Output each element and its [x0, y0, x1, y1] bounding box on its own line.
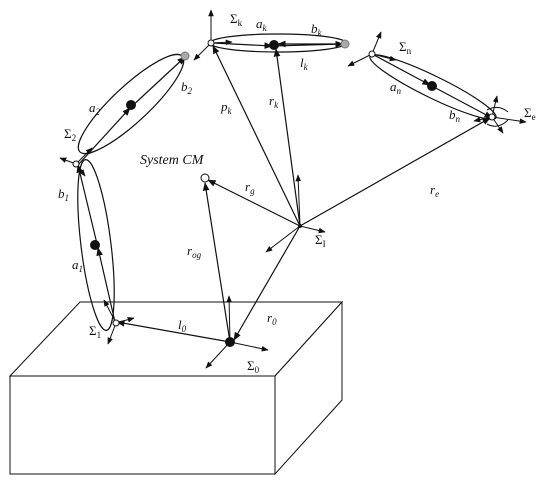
joint-1	[112, 319, 120, 327]
label-rk: rk	[269, 93, 279, 110]
label-sigma-e: Σe	[524, 105, 536, 122]
end-effector	[488, 113, 496, 121]
joint-2-end	[180, 51, 190, 61]
label-a2: a2	[89, 100, 100, 117]
cm-link-2	[126, 100, 136, 110]
base-origin	[225, 337, 235, 347]
link-1-ellipse	[77, 159, 115, 331]
label-l0: l0	[178, 317, 187, 334]
label-lk: lk	[300, 55, 308, 72]
label-ak: ak	[256, 16, 267, 33]
label-sigma-n: Σn	[399, 39, 412, 56]
joint-k-end	[340, 39, 350, 49]
label-system-cm: System CM	[140, 153, 204, 168]
cm-link-1	[90, 240, 100, 250]
frame-axes	[59, 9, 527, 369]
label-b2: b2	[181, 79, 192, 96]
label-b1: b1	[58, 186, 69, 203]
position-vectors	[116, 45, 491, 343]
label-pk: pk	[221, 99, 232, 116]
label-sigma-i: ΣI	[315, 232, 326, 249]
joint-n	[368, 50, 376, 58]
inertial-origin	[298, 224, 302, 228]
label-sigma-k: Σk	[230, 11, 243, 28]
label-a1: a1	[72, 257, 83, 274]
label-sigma-1: Σ1	[89, 323, 102, 340]
label-bk: bk	[311, 21, 322, 38]
label-rog: rog	[187, 243, 202, 260]
joints-and-cm	[72, 39, 496, 347]
label-bn: bn	[449, 107, 460, 124]
label-an: an	[390, 79, 401, 96]
label-sigma-0: Σ0	[247, 358, 260, 375]
label-r0: r0	[267, 310, 277, 327]
joint-k	[207, 39, 215, 47]
cm-link-k	[269, 40, 279, 50]
link-vector-arrows	[76, 40, 493, 323]
label-rg: rg	[245, 179, 255, 196]
system-cm-point	[200, 173, 210, 183]
label-sigma-2: Σ2	[64, 126, 77, 143]
cm-link-n	[427, 81, 437, 91]
joint-2	[72, 160, 80, 168]
base-box	[8, 300, 344, 476]
label-re: re	[430, 182, 440, 199]
